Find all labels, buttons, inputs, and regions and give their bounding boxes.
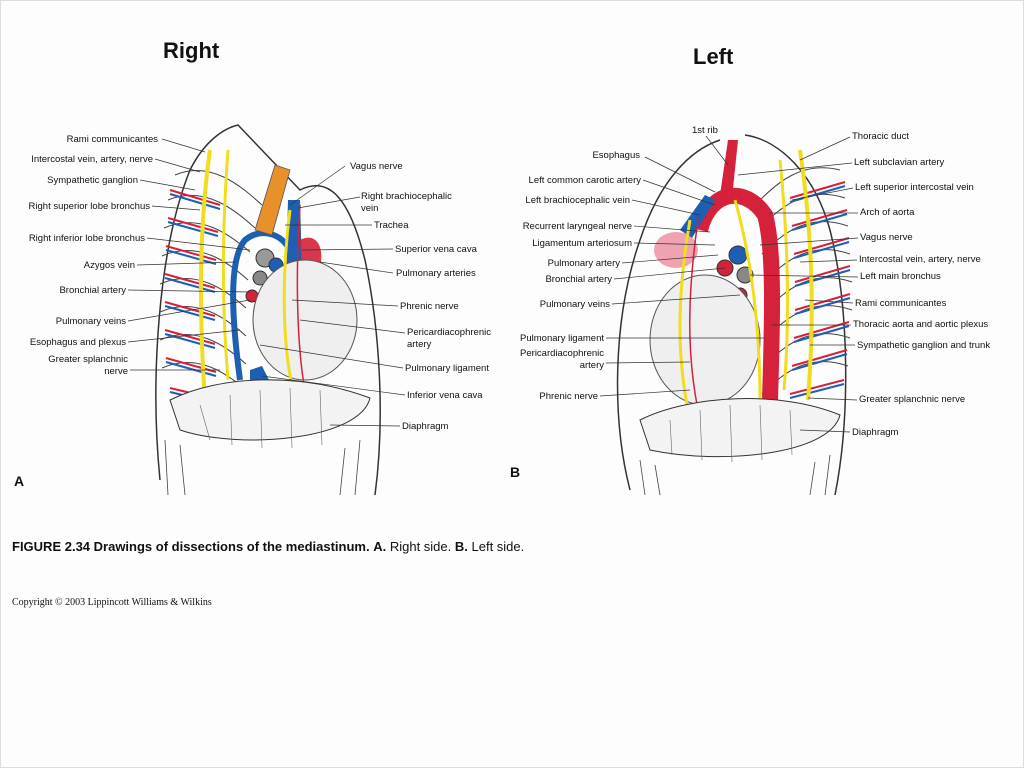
label-pulmonary-ligament-b: Pulmonary ligament bbox=[520, 333, 604, 344]
label-intercostal-vein-a: Intercostal vein, artery, nerve bbox=[31, 154, 153, 165]
label-right-superior-lobe-bronchus: Right superior lobe bronchus bbox=[29, 201, 151, 212]
label-greater-splanchnic-a: Greater splanchnic bbox=[48, 354, 128, 365]
panel-letter-a: A bbox=[14, 473, 24, 489]
label-pulmonary-arteries: Pulmonary arteries bbox=[396, 268, 476, 279]
label-vagus-nerve-b: Vagus nerve bbox=[860, 232, 913, 243]
label-pulmonary-veins-b: Pulmonary veins bbox=[540, 299, 610, 310]
panel-b-drawing bbox=[599, 134, 859, 496]
label-rami-communicantes-a: Rami communicantes bbox=[67, 134, 159, 145]
label-right-brachiocephalic-2: vein bbox=[361, 203, 378, 214]
mediastinum-figure: Rami communicantes Intercostal vein, art… bbox=[14, 124, 990, 496]
label-esophagus-and-plexus: Esophagus and plexus bbox=[30, 337, 126, 348]
label-greater-splanchnic-b: Greater splanchnic nerve bbox=[859, 394, 965, 405]
label-pulmonary-artery-b: Pulmonary artery bbox=[548, 258, 621, 269]
caption-b-letter: B. bbox=[454, 539, 468, 554]
caption-a-text: Right side. bbox=[389, 539, 452, 554]
label-left-superior-intercostal-vein: Left superior intercostal vein bbox=[855, 182, 974, 193]
label-esophagus-b: Esophagus bbox=[592, 150, 640, 161]
label-rami-communicantes-b: Rami communicantes bbox=[855, 298, 947, 309]
label-pericardiacophrenic-b: Pericardiacophrenic bbox=[520, 348, 604, 359]
label-phrenic-nerve-b: Phrenic nerve bbox=[539, 391, 598, 402]
label-arch-of-aorta: Arch of aorta bbox=[860, 207, 915, 218]
label-trachea: Trachea bbox=[374, 220, 409, 231]
label-pulmonary-veins-a: Pulmonary veins bbox=[56, 316, 126, 327]
label-thoracic-aorta-plexus: Thoracic aorta and aortic plexus bbox=[853, 319, 988, 330]
panel-letter-b: B bbox=[510, 464, 520, 480]
label-bronchial-artery-a: Bronchial artery bbox=[59, 285, 126, 296]
label-diaphragm-a: Diaphragm bbox=[402, 421, 449, 432]
label-right-brachiocephalic: Right brachiocephalic bbox=[361, 191, 452, 202]
label-thoracic-duct: Thoracic duct bbox=[852, 131, 909, 142]
label-diaphragm-b: Diaphragm bbox=[852, 427, 899, 438]
label-greater-splanchnic-a-2: nerve bbox=[104, 366, 128, 377]
label-ligamentum-arteriosum: Ligamentum arteriosum bbox=[532, 238, 632, 249]
label-recurrent-laryngeal-nerve: Recurrent laryngeal nerve bbox=[523, 221, 632, 232]
label-pulmonary-ligament-a: Pulmonary ligament bbox=[405, 363, 489, 374]
caption-a-letter: A. bbox=[373, 539, 387, 554]
label-left-brachiocephalic-vein: Left brachiocephalic vein bbox=[525, 195, 630, 206]
label-sympathetic-ganglion-trunk: Sympathetic ganglion and trunk bbox=[857, 340, 990, 351]
label-right-inferior-lobe-bronchus: Right inferior lobe bronchus bbox=[29, 233, 145, 244]
label-superior-vena-cava: Superior vena cava bbox=[395, 244, 478, 255]
caption-figure-title: FIGURE 2.34 Drawings of dissections of t… bbox=[12, 539, 370, 554]
label-left-common-carotid: Left common carotic artery bbox=[529, 175, 642, 186]
label-intercostal-vein-b: Intercostal vein, artery, nerve bbox=[859, 254, 981, 265]
label-inferior-vena-cava: Inferior vena cava bbox=[407, 390, 483, 401]
label-left-main-bronchus: Left main bronchus bbox=[860, 271, 941, 282]
figure-caption: FIGURE 2.34 Drawings of dissections of t… bbox=[12, 539, 524, 554]
label-bronchial-artery-b: Bronchial artery bbox=[545, 274, 612, 285]
label-pericardiacophrenic-b-2: artery bbox=[580, 360, 605, 371]
label-pericardiacophrenic-a: Pericardiacophrenic bbox=[407, 327, 491, 338]
label-pericardiacophrenic-a-2: artery bbox=[407, 339, 432, 350]
heading-right: Right bbox=[163, 38, 220, 63]
label-azygos-vein: Azygos vein bbox=[84, 260, 135, 271]
label-1st-rib: 1st rib bbox=[692, 125, 718, 136]
label-phrenic-nerve-a: Phrenic nerve bbox=[400, 301, 459, 312]
label-left-subclavian-artery: Left subclavian artery bbox=[854, 157, 945, 168]
heading-left: Left bbox=[693, 44, 734, 69]
label-vagus-nerve-a: Vagus nerve bbox=[350, 161, 403, 172]
copyright-notice: Copyright © 2003 Lippincott Williams & W… bbox=[12, 597, 212, 608]
caption-b-text: Left side. bbox=[471, 539, 525, 554]
panel-a-drawing bbox=[127, 124, 406, 496]
label-sympathetic-ganglion-a: Sympathetic ganglion bbox=[47, 175, 138, 186]
